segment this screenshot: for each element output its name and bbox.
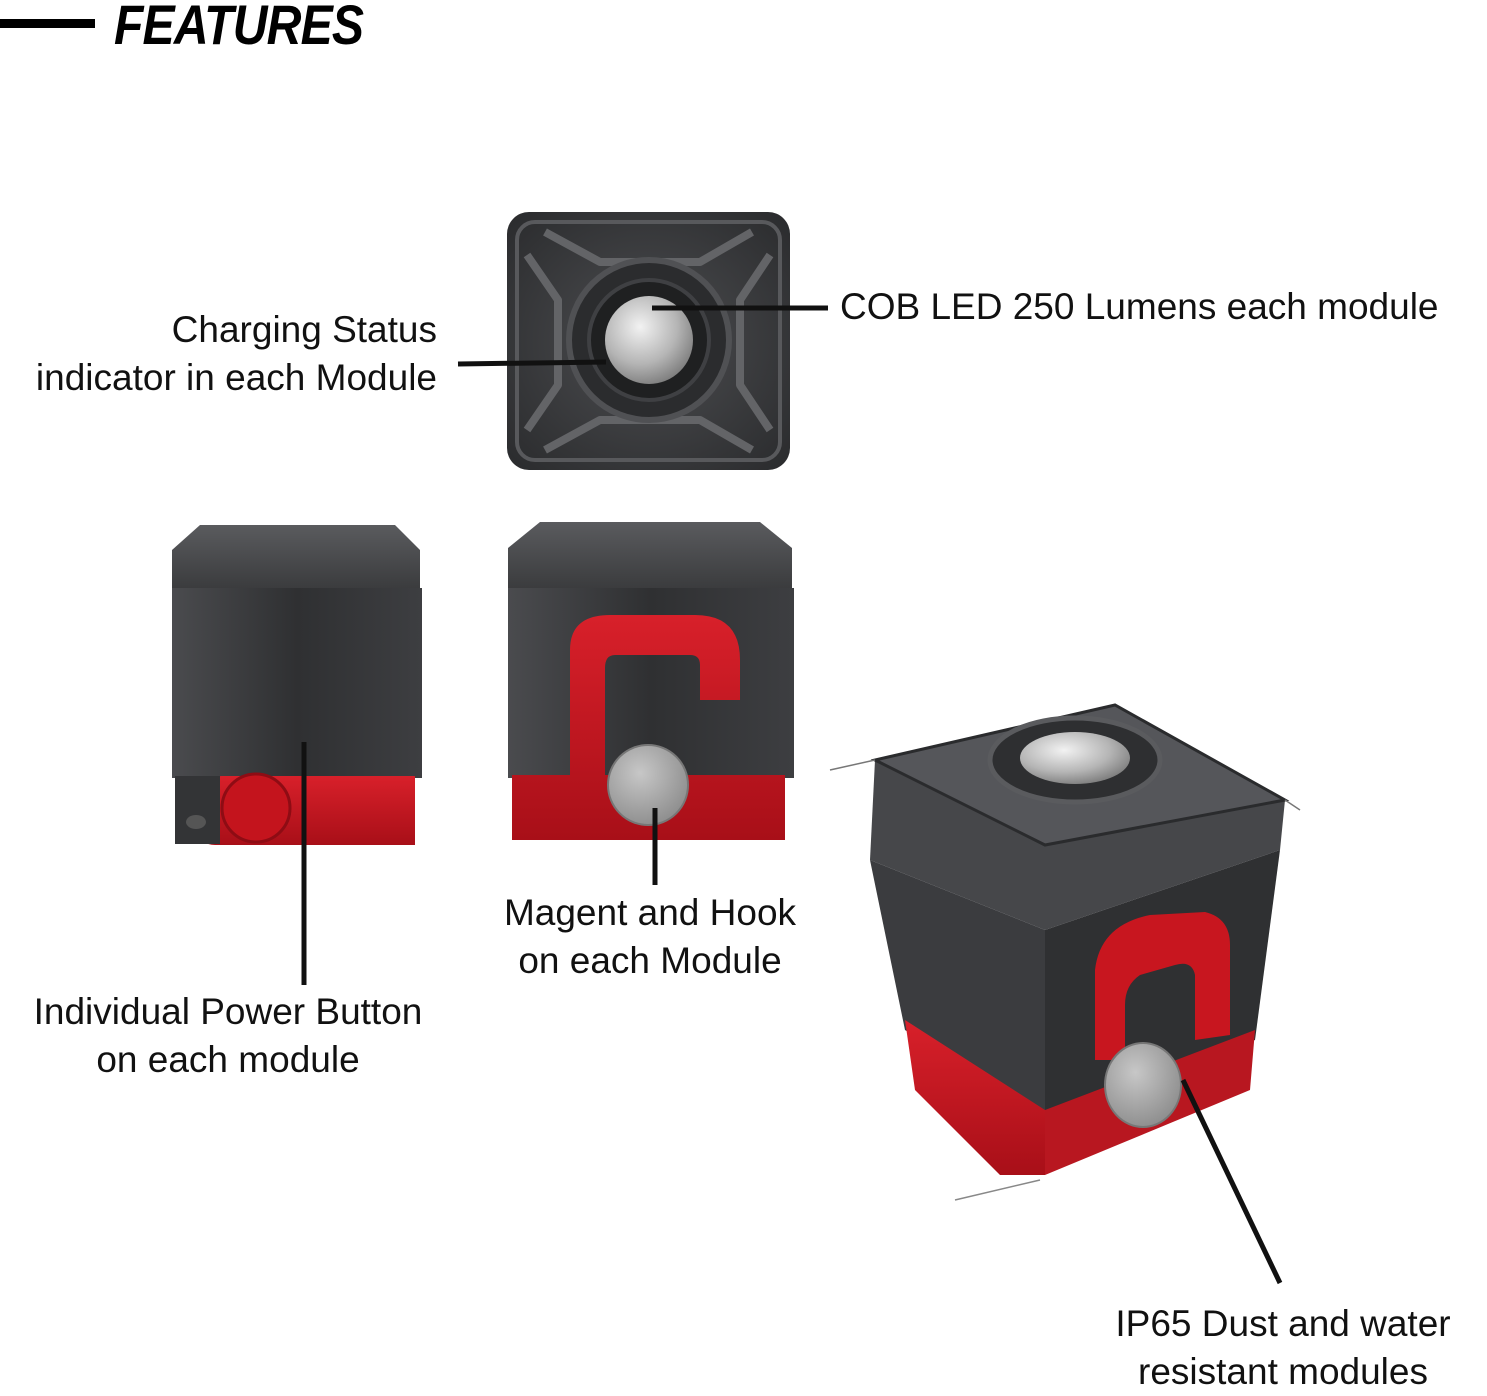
module-top-view — [507, 212, 790, 470]
charging-leader-line — [457, 359, 607, 367]
module-magnet-view — [508, 522, 794, 840]
module-power-view — [172, 525, 422, 845]
module-perspective-view — [829, 703, 1301, 1201]
page-title: FEATURES — [114, 0, 364, 56]
cob-led-label: COB LED 250 Lumens each module — [840, 286, 1439, 327]
cob-led-lens-icon — [605, 296, 693, 384]
hook-icon — [512, 615, 785, 840]
power-button-icon — [220, 772, 292, 844]
charging-status-label: Charging Status indicator in each Module — [35, 309, 437, 398]
magnet-icon — [607, 744, 689, 826]
header-accent-bar — [0, 19, 95, 28]
leader-lines — [301, 305, 1283, 1285]
power-button-label: Individual Power Button on each module — [33, 991, 423, 1080]
ip65-label: IP65 Dust and water resistant modules — [1115, 1303, 1451, 1392]
ip65-leader-line — [1180, 1078, 1283, 1285]
magnet-hook-label: Magent and Hook on each Module — [503, 892, 797, 981]
